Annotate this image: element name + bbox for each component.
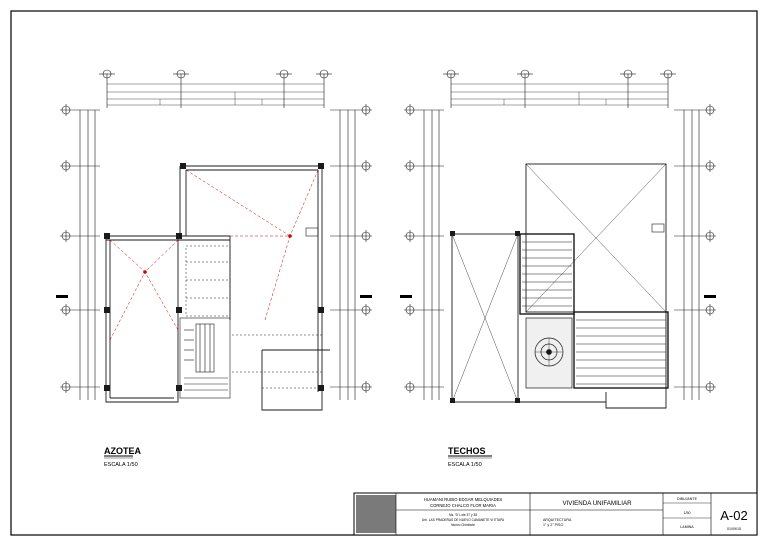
techos-tank xyxy=(651,223,665,233)
title-block-specialty-2: 1° y 2° PISO xyxy=(543,523,563,527)
azotea-slopes xyxy=(109,169,319,341)
dimension-lines-top xyxy=(107,83,324,106)
title-block: HUAMANI RUBIO EDGAR MELQUIADES CORNEJO C… xyxy=(353,492,758,536)
title-block-logo-area xyxy=(356,495,396,533)
title-block-sheet-code: A-02 xyxy=(720,508,747,523)
drain-right xyxy=(288,234,292,238)
title-block-sheet-label: LAMINA xyxy=(680,525,694,529)
axis-bubbles-right xyxy=(330,104,372,400)
azotea-walls xyxy=(105,165,330,411)
azotea-dashed xyxy=(185,245,322,389)
section-mark-left-2 xyxy=(400,295,412,298)
azotea-columns xyxy=(104,163,324,391)
title-block-drawer-label: DIBUJANTE xyxy=(677,497,698,501)
plan-title-azotea: AZOTEA ESCALA 1/50 xyxy=(104,446,141,468)
axis-bubbles-top-2 xyxy=(443,69,676,108)
plan-techos xyxy=(400,69,716,409)
azotea-stair xyxy=(179,317,231,399)
plan-title-techos-label: TECHOS xyxy=(448,446,486,456)
title-block-specialty-1: ARQUITECTURA xyxy=(543,518,572,522)
dimension-lines-top-2 xyxy=(451,83,668,106)
axis-bubbles-top xyxy=(99,69,332,108)
title-block-date: 01/09/15 xyxy=(727,527,741,531)
plan-scale-azotea: ESCALA 1/50 xyxy=(104,462,138,468)
axis-bubbles-left-2 xyxy=(404,104,444,400)
title-block-author-1: HUAMANI RUBIO EDGAR MELQUIADES xyxy=(424,497,503,502)
plan-scale-techos: ESCALA 1/50 xyxy=(448,462,482,468)
techos-columns xyxy=(450,231,520,403)
title-block-address-2: Urb. LAS PRADERAS DE NUEVO CAMANETE VI E… xyxy=(422,518,505,522)
section-mark-right xyxy=(360,295,372,298)
section-mark-left xyxy=(56,295,68,298)
techos-hatch-lower xyxy=(573,311,669,389)
title-block-project: VIVIENDA UNIFAMILIAR xyxy=(562,500,632,507)
section-mark-right-2 xyxy=(704,295,716,298)
title-block-author-2: CORNEJO CHALCO FLOR MARIA xyxy=(430,503,496,508)
plan-title-azotea-label: AZOTEA xyxy=(104,446,141,456)
techos-hatch-upper xyxy=(519,233,575,315)
title-block-address-3: Nuevo Chimbote xyxy=(451,523,475,527)
plan-title-techos: TECHOS ESCALA 1/50 xyxy=(448,446,492,468)
drain-left xyxy=(143,270,147,274)
azotea-tank xyxy=(305,227,319,237)
title-block-address-1: Mz. 'D' Lote 37 y 38 xyxy=(449,513,477,517)
axis-bubbles-right-2 xyxy=(674,104,716,400)
plan-azotea xyxy=(56,69,372,411)
axis-bubbles-left xyxy=(60,104,100,400)
techos-skylight xyxy=(525,317,573,389)
title-block-scale: 1/50 xyxy=(684,511,691,515)
